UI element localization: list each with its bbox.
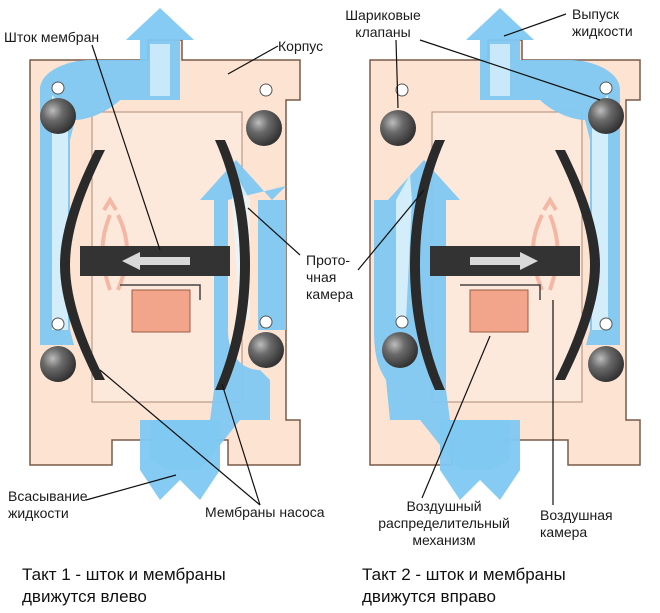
caption-stroke-1-line2: движутся влево bbox=[22, 587, 147, 606]
membrane-left-a bbox=[60, 150, 105, 380]
fluid-inlet-left bbox=[140, 420, 220, 500]
label-suction: Всасывание жидкости bbox=[8, 488, 88, 522]
label-flow-chamber-line1: Прото- bbox=[306, 252, 351, 268]
label-flow-chamber-line2: чная bbox=[306, 269, 337, 285]
air-block-right bbox=[469, 289, 529, 333]
label-suction-line1: Всасывание bbox=[8, 488, 88, 504]
label-outlet-line1: Выпуск bbox=[572, 6, 619, 22]
caption-stroke-2-line2: движутся вправо bbox=[362, 587, 496, 606]
label-air-mechanism-line1: Воздушный bbox=[406, 498, 482, 514]
pump-right bbox=[369, 8, 641, 500]
label-air-mechanism-line3: механизм bbox=[412, 532, 476, 548]
label-suction-line2: жидкости bbox=[8, 505, 69, 521]
membrane-right-a bbox=[410, 140, 445, 390]
label-ball-valves-line2: клапаны bbox=[355, 24, 411, 40]
label-air-chamber: Воздушная камера bbox=[540, 507, 613, 541]
caption-stroke-2-line1: Такт 2 - шток и мембраны bbox=[362, 565, 566, 584]
caption-stroke-1-line1: Такт 1 - шток и мембраны bbox=[22, 565, 226, 584]
pump-left bbox=[29, 8, 301, 500]
label-body: Корпус bbox=[278, 38, 324, 54]
ball-valve-r-left-top bbox=[380, 110, 416, 146]
membrane-right-b bbox=[555, 150, 600, 380]
ball-valve-left-bottom bbox=[40, 346, 76, 382]
label-outlet-line2: жидкости bbox=[572, 23, 633, 39]
label-air-mechanism-line2: распределительный bbox=[378, 515, 510, 531]
ball-valve-left-top bbox=[40, 98, 76, 134]
label-outlet: Выпуск жидкости bbox=[572, 6, 633, 40]
rod-arrow-right bbox=[470, 252, 538, 270]
ball-valve-right-top bbox=[246, 110, 282, 146]
label-ball-valves: Шариковые клапаны bbox=[338, 7, 428, 41]
label-air-chamber-line2: камера bbox=[540, 524, 588, 540]
rod-arrow-left bbox=[122, 252, 190, 270]
fluid-right-channel bbox=[150, 160, 286, 470]
ball-valve-r-right-bottom bbox=[588, 346, 624, 382]
label-air-mechanism: Воздушный распределительный механизм bbox=[362, 498, 526, 549]
ball-valve-r-right-top bbox=[588, 98, 624, 134]
air-block-left bbox=[131, 289, 191, 333]
label-flow-chamber-line3: камера bbox=[306, 286, 354, 302]
fluid-inlet-right bbox=[440, 420, 520, 500]
ball-valve-right-bottom bbox=[248, 332, 284, 368]
ball-valve-r-left-bottom bbox=[382, 332, 418, 368]
caption-stroke-1: Такт 1 - шток и мембраны движутся влево bbox=[22, 564, 226, 608]
label-membranes: Мембраны насоса bbox=[205, 504, 325, 520]
leader-lines bbox=[85, 13, 601, 506]
caption-stroke-2: Такт 2 - шток и мембраны движутся вправо bbox=[362, 564, 566, 608]
label-air-chamber-line1: Воздушная bbox=[540, 507, 613, 523]
label-ball-valves-line1: Шариковые bbox=[345, 7, 421, 23]
label-rod: Шток мембран bbox=[4, 29, 100, 45]
membrane-left-b bbox=[215, 140, 250, 390]
label-flow-chamber: Прото- чная камера bbox=[306, 252, 353, 303]
